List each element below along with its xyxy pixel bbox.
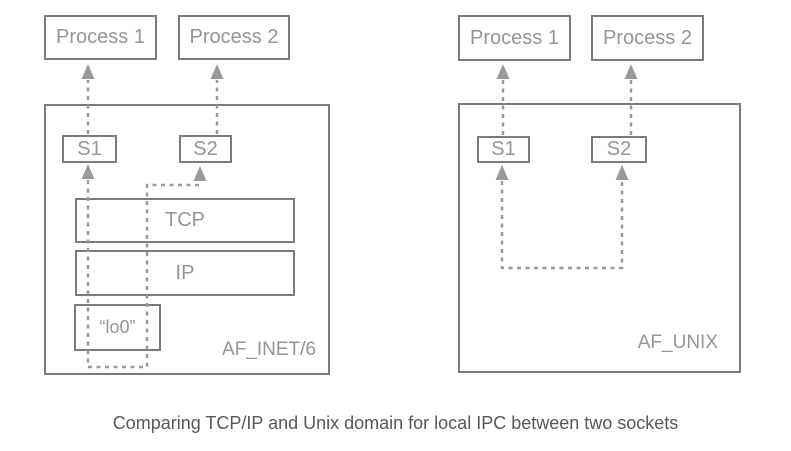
unix-s1-to-process1-arrowhead-icon <box>496 64 510 79</box>
unix-socket1-label: S1 <box>491 138 516 160</box>
unix-s2-to-process2-arrowhead-icon <box>624 64 638 79</box>
unix-socket2-box: S2 <box>591 136 647 163</box>
unix-socket1-box: S1 <box>477 136 530 163</box>
unix-domain-box: AF_UNIX <box>458 103 741 373</box>
inet-process1-label: Process 1 <box>56 26 145 48</box>
inet-ip-label: IP <box>175 261 195 284</box>
inet-ip-layer-box: IP <box>75 250 295 296</box>
inet-socket1-label: S1 <box>77 137 102 160</box>
inet-socket2-label: S2 <box>193 137 218 160</box>
inet-process2-box: Process 2 <box>178 15 290 60</box>
inet-loopback-box: “lo0” <box>74 304 161 351</box>
inet-process1-box: Process 1 <box>44 15 157 60</box>
inet-domain-box: AF_INET/6 <box>44 104 330 375</box>
unix-process1-label: Process 1 <box>470 26 559 49</box>
inet-tcp-label: TCP <box>165 209 205 231</box>
inet-socket1-box: S1 <box>62 135 117 163</box>
unix-socket2-label: S2 <box>606 138 632 160</box>
inet-tcp-layer-box: TCP <box>75 198 295 243</box>
inet-loopback-label: “lo0” <box>99 317 136 337</box>
inet-domain-label: AF_INET/6 <box>222 339 316 360</box>
inet-process2-label: Process 2 <box>189 26 279 48</box>
unix-process1-box: Process 1 <box>458 15 571 61</box>
inet-socket2-box: S2 <box>179 135 232 163</box>
inet-s2-to-process2-arrowhead-icon <box>210 64 224 79</box>
inet-s1-to-process1-arrowhead-icon <box>81 64 95 79</box>
unix-process2-box: Process 2 <box>591 15 704 61</box>
unix-domain-label: AF_UNIX <box>637 332 718 353</box>
unix-process2-label: Process 2 <box>603 26 692 49</box>
diagram-caption: Comparing TCP/IP and Unix domain for loc… <box>112 413 679 433</box>
